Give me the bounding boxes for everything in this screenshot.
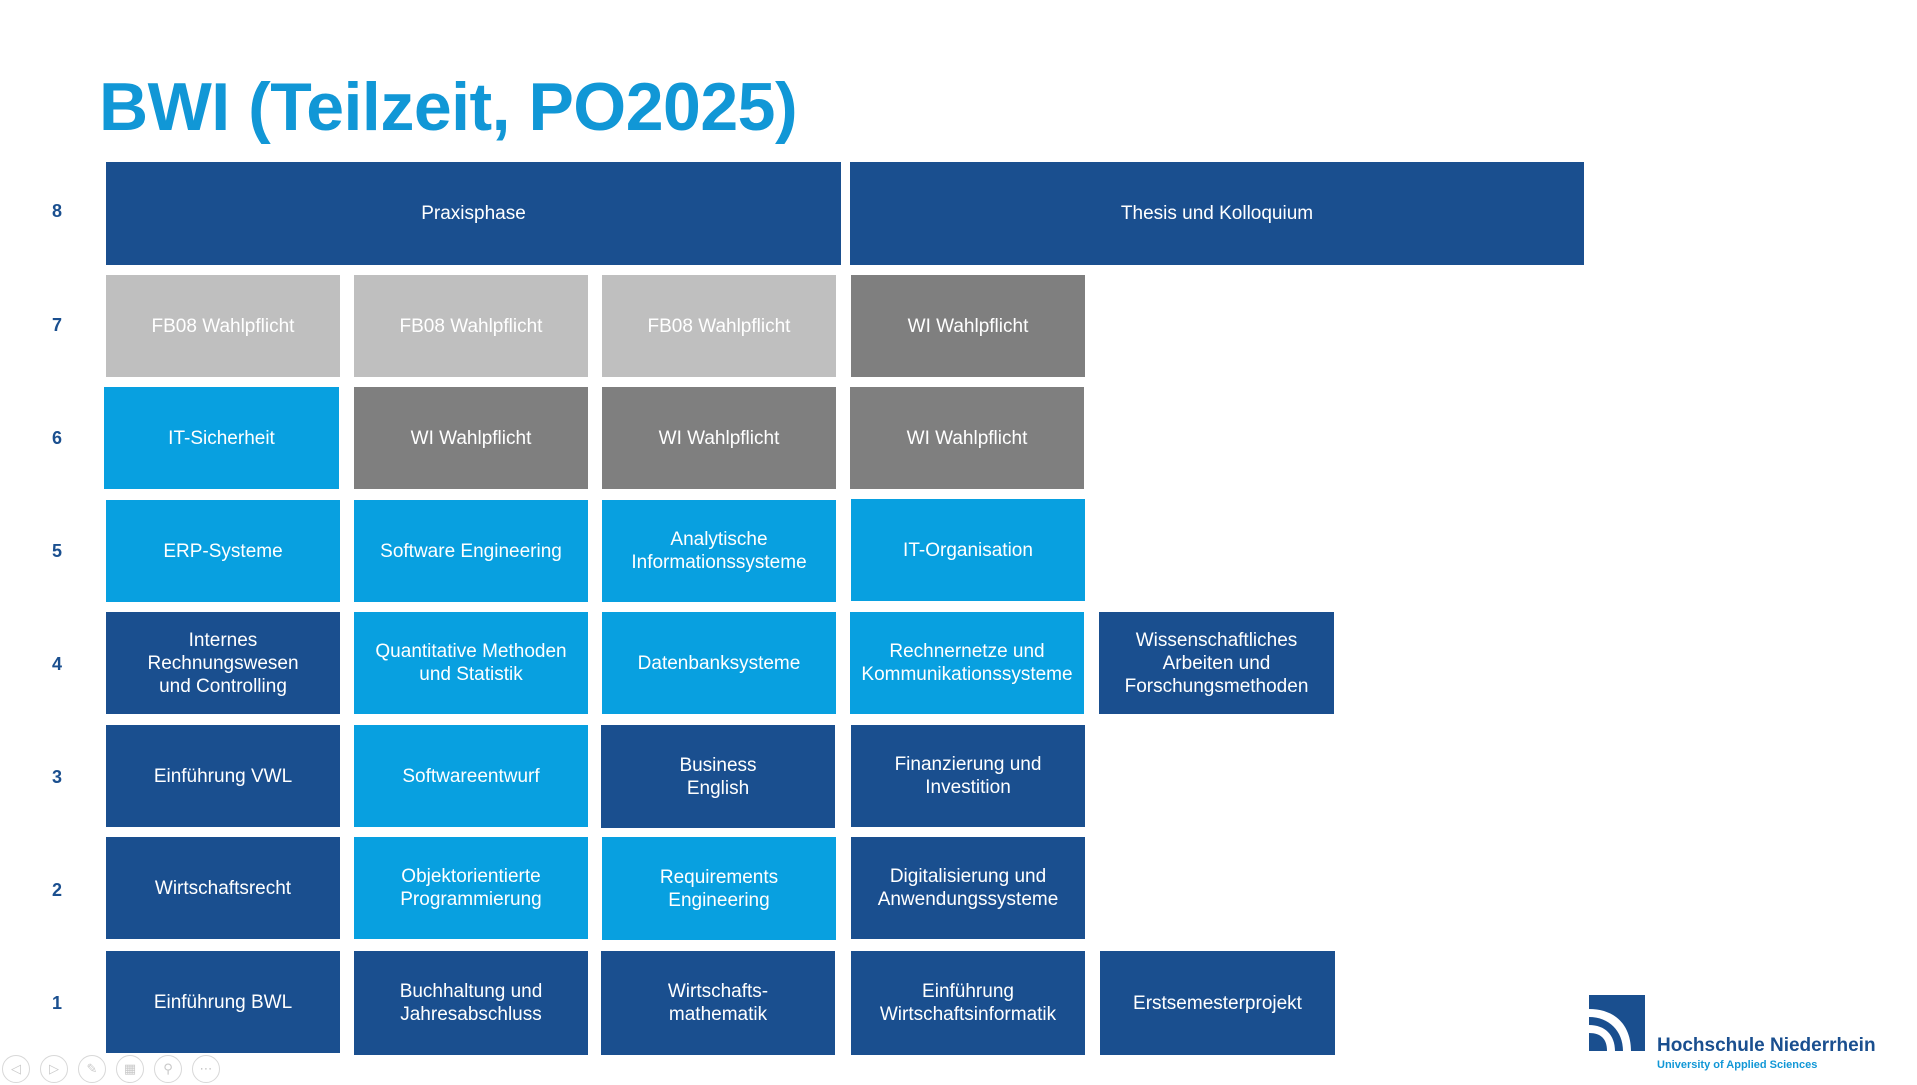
semester-number: 7 bbox=[51, 315, 62, 335]
slide-title: BWI (Teilzeit, PO2025) bbox=[99, 69, 798, 145]
module-it-organisation: IT-Organisation bbox=[851, 499, 1085, 601]
module-it-sicherheit: IT-Sicherheit bbox=[104, 387, 339, 489]
logo-name: Hochschule Niederrhein bbox=[1657, 1035, 1876, 1056]
semester-number: 1 bbox=[51, 993, 62, 1013]
university-logo: Hochschule Niederrhein University of App… bbox=[1589, 995, 1876, 1075]
module-datenbanksysteme: Datenbanksysteme bbox=[602, 612, 836, 714]
next-slide-icon[interactable]: ▷ bbox=[40, 1055, 68, 1083]
module-wi-wahlpflicht: WI Wahlpflicht bbox=[354, 387, 588, 489]
module-erp-systeme: ERP-Systeme bbox=[106, 500, 340, 602]
logo-subtitle: University of Applied Sciences bbox=[1657, 1059, 1818, 1071]
module-praxisphase: Praxisphase bbox=[106, 162, 841, 265]
previous-slide-icon[interactable]: ◁ bbox=[2, 1055, 30, 1083]
semester-number: 4 bbox=[51, 654, 62, 674]
semester-number: 2 bbox=[51, 880, 62, 900]
module-erstsemesterprojekt: Erstsemesterprojekt bbox=[1100, 951, 1335, 1055]
module-einfuehrung-vwl: Einführung VWL bbox=[106, 725, 340, 827]
module-thesis-kolloquium: Thesis und Kolloquium bbox=[850, 162, 1584, 265]
module-wi-wahlpflicht: WI Wahlpflicht bbox=[602, 387, 836, 489]
module-fb08-wahlpflicht: FB08 Wahlpflicht bbox=[106, 275, 340, 377]
module-wi-wahlpflicht: WI Wahlpflicht bbox=[850, 387, 1084, 489]
slides-grid-icon[interactable]: ▦ bbox=[116, 1055, 144, 1083]
semester-number: 5 bbox=[51, 541, 62, 561]
semester-number: 8 bbox=[51, 201, 62, 221]
module-wirtschaftsrecht: Wirtschaftsrecht bbox=[106, 837, 340, 939]
module-fb08-wahlpflicht: FB08 Wahlpflicht bbox=[354, 275, 588, 377]
module-fb08-wahlpflicht: FB08 Wahlpflicht bbox=[602, 275, 836, 377]
module-softwareentwurf: Softwareentwurf bbox=[354, 725, 588, 827]
semester-number: 6 bbox=[51, 428, 62, 448]
zoom-icon[interactable]: ⚲ bbox=[154, 1055, 182, 1083]
more-options-icon[interactable]: ⋯ bbox=[192, 1055, 220, 1083]
module-wirtschaftsmathematik: Wirtschafts-mathematik bbox=[601, 951, 835, 1055]
module-software-engineering: Software Engineering bbox=[354, 500, 588, 602]
hochschule-niederrhein-logo-icon bbox=[1589, 995, 1645, 1051]
module-einfuehrung-bwl: Einführung BWL bbox=[106, 951, 340, 1053]
module-wi-wahlpflicht: WI Wahlpflicht bbox=[851, 275, 1085, 377]
semester-number: 3 bbox=[51, 767, 62, 787]
pen-icon[interactable]: ✎ bbox=[78, 1055, 106, 1083]
